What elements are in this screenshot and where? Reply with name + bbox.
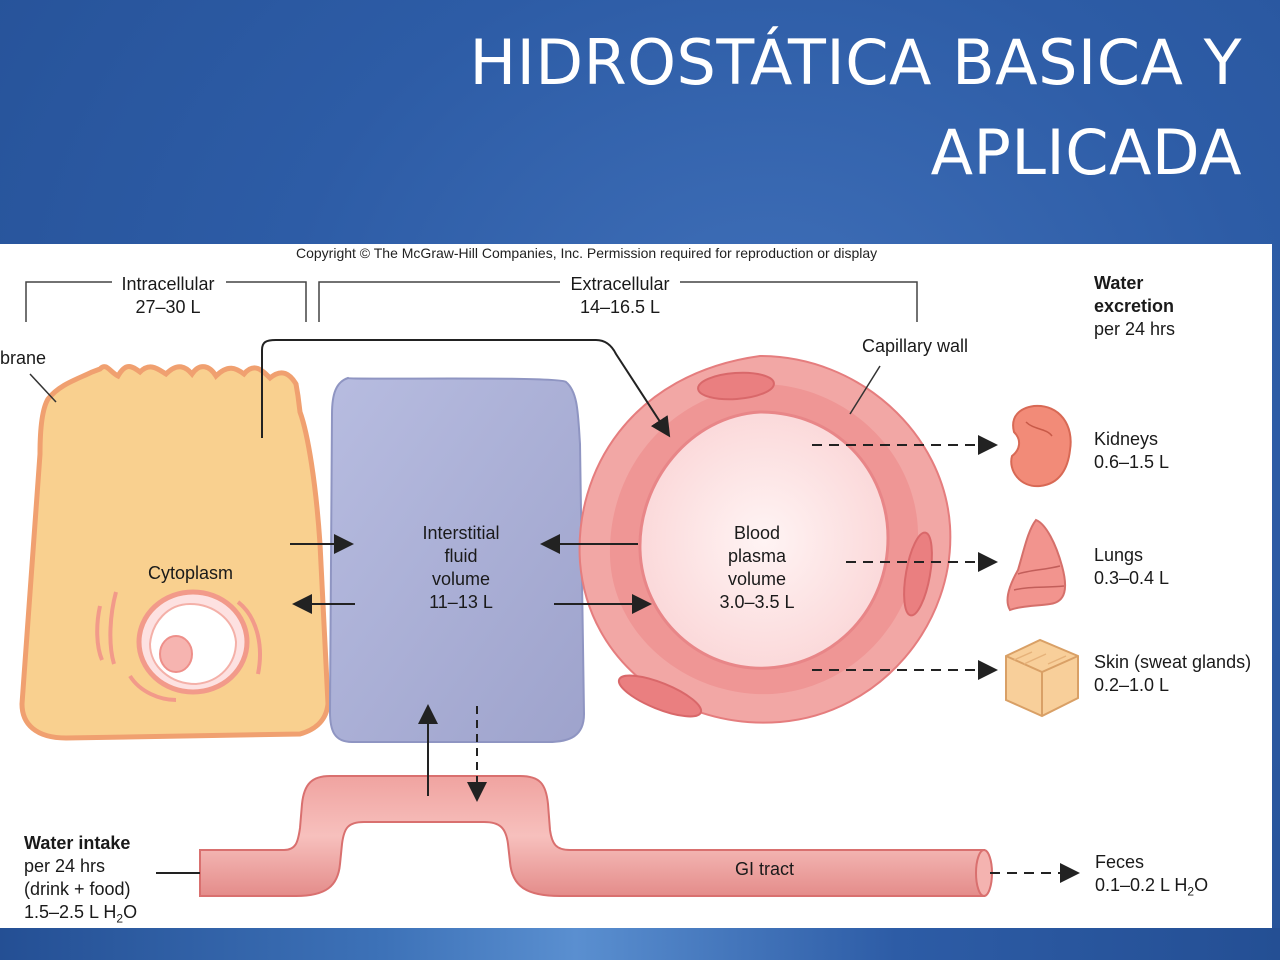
interstitial-line-1: Interstitial — [422, 523, 500, 543]
feces-name: Feces — [1095, 852, 1145, 872]
skin-icon — [1005, 638, 1079, 718]
capillary-wall-label: Capillary wall — [862, 336, 969, 356]
excretion-line-1: Water — [1094, 273, 1144, 293]
kidneys-label: Kidneys 0.6–1.5 L — [1094, 428, 1169, 474]
water-intake-label: Water intake per 24 hrs (drink + food) 1… — [24, 832, 137, 931]
intracellular-bracket — [25, 281, 307, 322]
copyright-notice: Copyright © The McGraw-Hill Companies, I… — [296, 245, 878, 261]
excretion-line-3: per 24 hrs — [1094, 319, 1176, 339]
extracellular-bracket — [318, 281, 918, 322]
skin-value: 0.2–1.0 L — [1094, 675, 1170, 695]
diagram-graphics — [19, 281, 1080, 897]
interstitial-value: 11–13 L — [429, 592, 493, 612]
plasma-value: 3.0–3.5 L — [719, 592, 795, 612]
slide-title: HIDROSTÁTICA BASICA Y APLICADA — [342, 18, 1242, 198]
intracellular-value: 27–30 L — [135, 297, 201, 317]
intracellular-label: Intracellular 27–30 L — [108, 273, 228, 319]
plasma-label: Blood plasma volume 3.0–3.5 L — [702, 522, 812, 614]
feces-value-sub: 2 — [1187, 884, 1195, 899]
title-line-1: HIDROSTÁTICA BASICA Y — [469, 26, 1242, 99]
kidneys-value: 0.6–1.5 L — [1094, 452, 1170, 472]
intake-value: 1.5–2.5 L H2O — [24, 901, 137, 931]
intracellular-title: Intracellular — [121, 274, 215, 294]
skin-name: Skin (sweat glands) — [1094, 652, 1252, 672]
cytoplasm-label: Cytoplasm — [148, 563, 234, 583]
feces-value-text: 0.1–0.2 L H — [1095, 875, 1188, 895]
feces-value-o: O — [1194, 875, 1209, 895]
membrane-label: brane — [0, 348, 47, 368]
interstitial-line-2: fluid — [444, 546, 478, 566]
gi-tract-label: GI tract — [735, 859, 795, 879]
intake-value-sub: 2 — [116, 911, 124, 926]
kidney-icon — [1010, 404, 1072, 488]
intake-value-o: O — [123, 902, 138, 922]
membrane-callout-line — [29, 373, 57, 403]
cell — [19, 364, 331, 741]
plasma-line-2: plasma — [727, 546, 787, 566]
lungs-label: Lungs 0.3–0.4 L — [1094, 544, 1169, 590]
interstitial-label: Interstitial fluid volume 11–13 L — [400, 522, 522, 614]
nucleolus — [159, 635, 193, 673]
lungs-name: Lungs — [1094, 545, 1144, 565]
skin-label: Skin (sweat glands) 0.2–1.0 L — [1094, 651, 1251, 697]
excretion-line-2: excretion — [1094, 296, 1175, 316]
capillary-callout-line — [849, 365, 881, 415]
plasma-line-1: Blood — [733, 523, 781, 543]
extracellular-label: Extracellular 14–16.5 L — [556, 273, 684, 319]
interstitial-line-3: volume — [431, 569, 491, 589]
intake-line-2: per 24 hrs — [24, 856, 106, 876]
kidneys-name: Kidneys — [1094, 429, 1159, 449]
blood-vessel — [578, 354, 952, 724]
gi-tract-end — [975, 849, 993, 897]
gi-tract — [199, 775, 985, 897]
intake-line-3: (drink + food) — [24, 879, 131, 899]
bottom-decoration-bar — [0, 928, 1280, 960]
extracellular-value: 14–16.5 L — [579, 297, 661, 317]
lung-icon — [1006, 518, 1067, 612]
title-line-2: APLICADA — [930, 116, 1242, 189]
lungs-value: 0.3–0.4 L — [1094, 568, 1170, 588]
cell-to-plasma-arrow — [261, 339, 671, 438]
interstitial-compartment — [328, 376, 586, 743]
excretion-heading: Water excretion per 24 hrs — [1094, 272, 1175, 341]
feces-label: Feces 0.1–0.2 L H2O — [1095, 851, 1208, 904]
feces-value: 0.1–0.2 L H2O — [1095, 874, 1208, 904]
body-fluid-diagram: Copyright © The McGraw-Hill Companies, I… — [0, 244, 1272, 928]
plasma-line-3: volume — [727, 569, 787, 589]
extracellular-title: Extracellular — [570, 274, 670, 294]
plasma-lumen — [638, 410, 890, 670]
intake-line-1: Water intake — [24, 833, 131, 853]
intake-value-text: 1.5–2.5 L H — [24, 902, 117, 922]
